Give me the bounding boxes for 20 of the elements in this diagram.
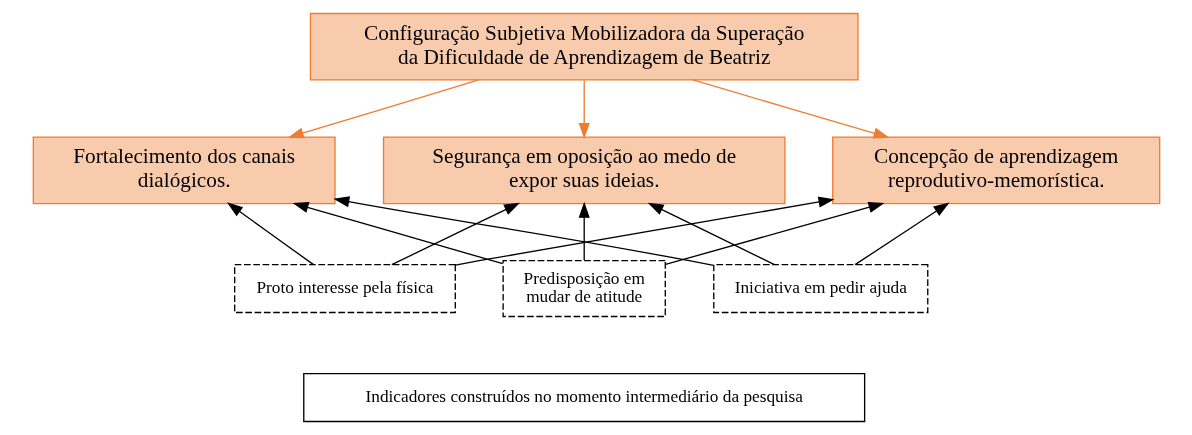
arrow: [390, 202, 520, 266]
arrow: [454, 196, 834, 266]
arrow: [578, 201, 590, 261]
node-box: Indicadores construídos no momento intermediário da pesquisa: [302, 373, 865, 423]
arrow: [578, 79, 590, 139]
node-box: Proto interesse pela física: [233, 264, 456, 314]
arrow: [647, 202, 775, 266]
node-box: Fortalecimento dos canais dialógicos.: [32, 136, 336, 205]
arrow: [287, 79, 479, 139]
node-box: Segurança em oposição ao medo de expor suas ideias.: [382, 136, 786, 205]
arrow: [332, 196, 714, 266]
arrow: [226, 202, 314, 266]
arrow: [853, 202, 949, 266]
node-box: Predisposição em mudar de atitude: [501, 260, 666, 318]
arrow: [691, 79, 889, 139]
arrow: [292, 202, 503, 265]
node-box: Concepção de aprendizagem reprodutivo-memorística.: [831, 136, 1160, 205]
arrow: [664, 201, 884, 266]
node-box: Iniciativa em pedir ajuda: [712, 264, 928, 314]
node-box: Configuração Subjetiva Mobilizadora da Superação da Dificuldade de Aprendizagem de Beatriz: [309, 12, 859, 81]
